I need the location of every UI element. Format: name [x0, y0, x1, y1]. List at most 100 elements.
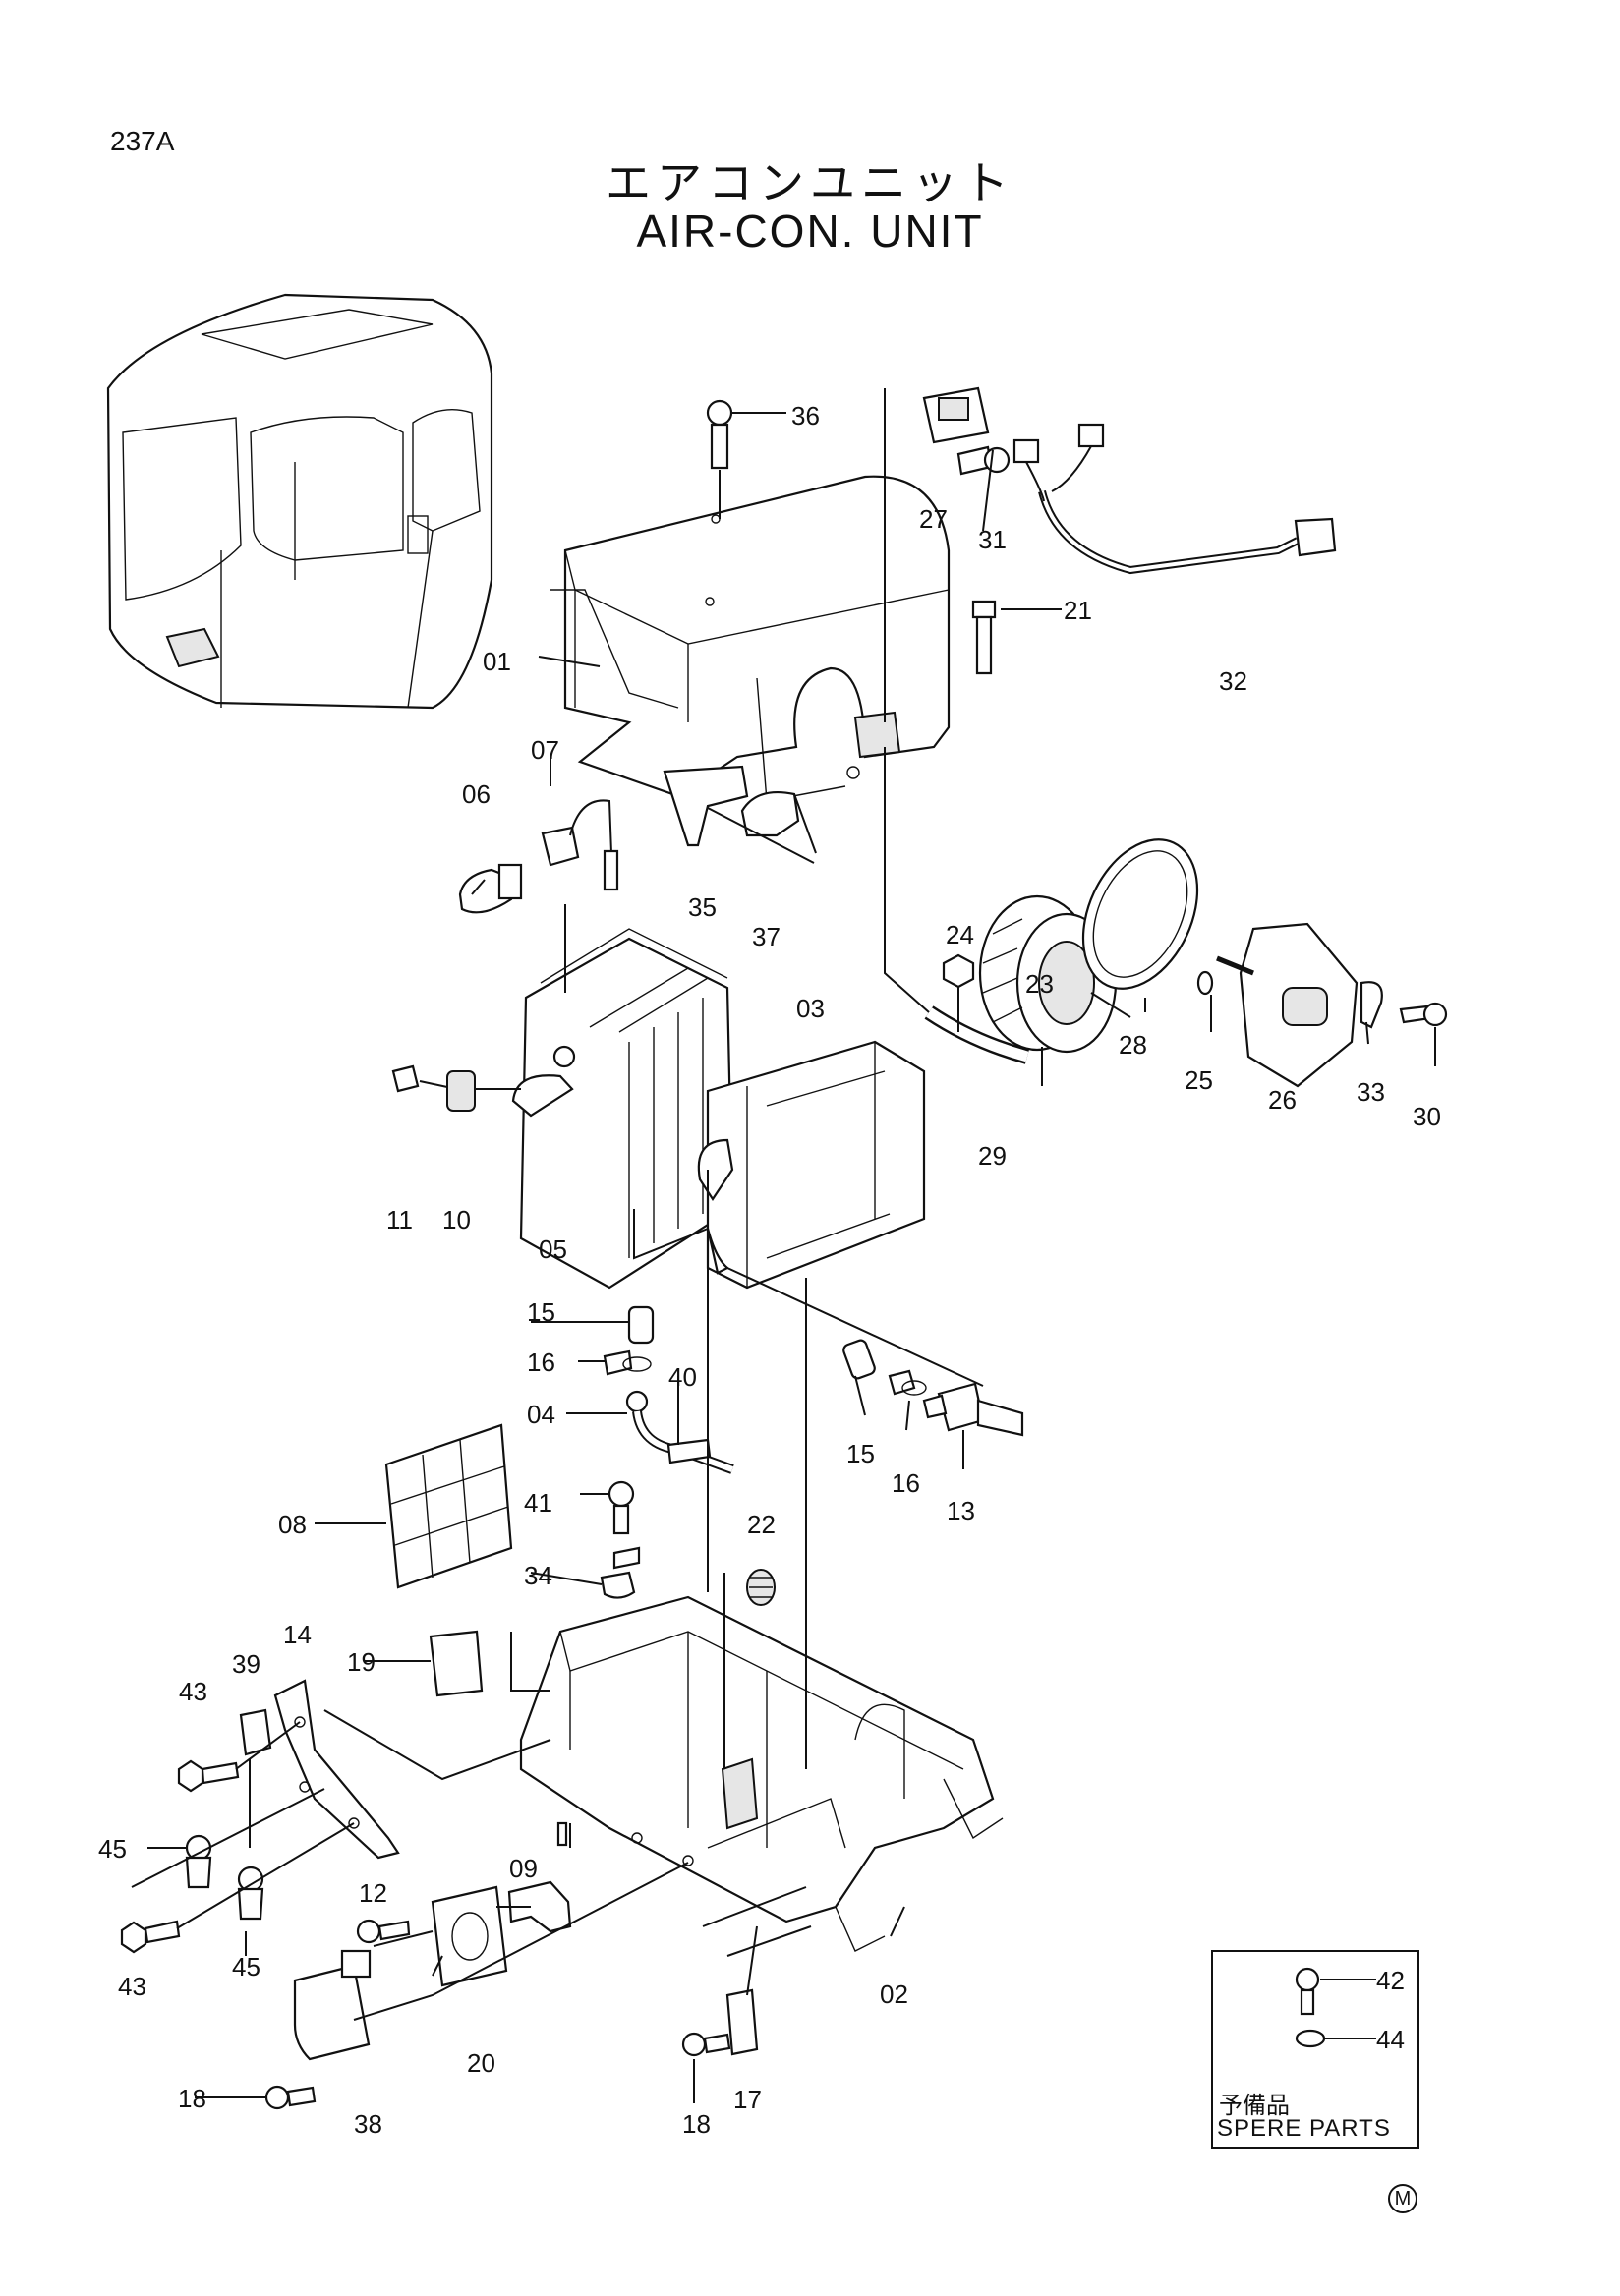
label-33: 33 [1357, 1077, 1385, 1107]
upper-case [550, 475, 951, 802]
screw-30 [1399, 1002, 1448, 1027]
motor-26 [1216, 922, 1359, 1088]
m-mark: M [1388, 2184, 1418, 2213]
label-34: 34 [524, 1561, 552, 1590]
label-45b: 45 [232, 1952, 260, 1981]
label-28: 28 [1119, 1030, 1147, 1060]
plug-10 [446, 1070, 476, 1112]
clamp-45b [237, 1866, 264, 1921]
lower-case-02 [519, 1595, 1004, 1952]
washer-25 [1196, 970, 1214, 996]
label-17: 17 [733, 2085, 762, 2114]
fan-23 [978, 894, 1118, 1054]
label-29: 29 [978, 1141, 1007, 1171]
spare-parts-label-japanese: 予備品 [1219, 2092, 1290, 2119]
label-39: 39 [232, 1649, 260, 1679]
evaporator-05 [511, 928, 734, 1290]
clamp-17 [725, 1988, 759, 2056]
clip-40 [666, 1438, 712, 1464]
label-45a: 45 [98, 1834, 127, 1864]
label-01: 01 [483, 647, 511, 676]
label-30: 30 [1413, 1102, 1441, 1131]
title-english: AIR-CON. UNIT [636, 205, 984, 257]
bolt-43a [177, 1759, 240, 1793]
screw-31 [956, 445, 1011, 476]
label-03: 03 [796, 994, 825, 1023]
label-18b: 18 [682, 2109, 711, 2139]
label-05: 05 [539, 1234, 567, 1264]
label-32: 32 [1219, 666, 1247, 696]
label-41: 41 [524, 1488, 552, 1518]
label-25: 25 [1185, 1065, 1213, 1095]
bracket-35 [663, 765, 749, 847]
bolt-21 [971, 600, 997, 675]
gasket-28 [1081, 838, 1199, 990]
label-16b: 16 [892, 1468, 920, 1498]
label-04: 04 [527, 1400, 555, 1429]
cab-sketch [106, 293, 493, 710]
clamp-45a [185, 1834, 212, 1889]
label-43a: 43 [179, 1677, 207, 1706]
plate-14 [273, 1679, 400, 1860]
bushing-15a [627, 1305, 655, 1345]
screw-18a [264, 2085, 317, 2110]
connector-27 [922, 386, 990, 444]
label-26: 26 [1268, 1085, 1297, 1115]
label-22: 22 [747, 1510, 776, 1539]
label-15a: 15 [527, 1297, 555, 1327]
label-37: 37 [752, 922, 781, 951]
nut-24 [942, 953, 975, 989]
label-38: 38 [354, 2109, 382, 2139]
label-21: 21 [1064, 596, 1092, 625]
plate-20 [431, 1885, 508, 1987]
label-07: 07 [531, 735, 559, 765]
expansion-valve-07 [541, 799, 619, 891]
cap-11 [391, 1064, 420, 1093]
label-06: 06 [462, 779, 491, 809]
label-19: 19 [347, 1647, 376, 1677]
label-10: 10 [442, 1205, 471, 1234]
spare-parts-box: 予備品 SPERE PARTS [1211, 1950, 1419, 2149]
leader-lines [131, 388, 1436, 2103]
label-16a: 16 [527, 1348, 555, 1377]
label-35: 35 [688, 892, 717, 922]
harness-32 [1012, 423, 1337, 575]
part-labels: 01 02 03 04 05 06 07 08 09 10 11 12 13 1… [98, 401, 1441, 2139]
holder-34 [600, 1546, 641, 1599]
label-27: 27 [919, 504, 948, 534]
label-20: 20 [467, 2048, 495, 2078]
screw-12 [356, 1919, 411, 1944]
heater-core-03 [697, 1040, 926, 1290]
label-11: 11 [386, 1205, 413, 1234]
clamp-16b [888, 1369, 927, 1396]
title-japanese: エアコンユニット [606, 156, 1014, 209]
label-40: 40 [668, 1362, 697, 1392]
label-42: 42 [1376, 1966, 1405, 1995]
spare-screw-42 [1295, 1967, 1320, 2016]
label-31: 31 [978, 525, 1007, 554]
spring-22 [746, 1569, 776, 1606]
label-12: 12 [359, 1878, 387, 1908]
label-09: 09 [509, 1854, 538, 1883]
label-14: 14 [283, 1620, 312, 1649]
label-36: 36 [791, 401, 820, 430]
bracket-39 [239, 1708, 272, 1756]
bolt-43b [120, 1920, 181, 1954]
valve-13 [922, 1382, 1024, 1437]
label-15b: 15 [846, 1439, 875, 1468]
label-44: 44 [1376, 2025, 1405, 2054]
screw-41 [608, 1480, 635, 1535]
label-18a: 18 [178, 2084, 206, 2113]
label-24: 24 [946, 920, 974, 949]
label-23: 23 [1025, 969, 1054, 999]
hose-29 [924, 1005, 1030, 1064]
spare-parts-label-english: SPERE PARTS [1217, 2115, 1391, 2142]
page-code: 237A [110, 126, 175, 156]
bracket-19 [429, 1630, 484, 1697]
label-13: 13 [947, 1496, 975, 1525]
label-43b: 43 [118, 1972, 146, 2001]
sensor-06 [458, 863, 523, 914]
label-08: 08 [278, 1510, 307, 1539]
clip-33 [1360, 981, 1383, 1029]
